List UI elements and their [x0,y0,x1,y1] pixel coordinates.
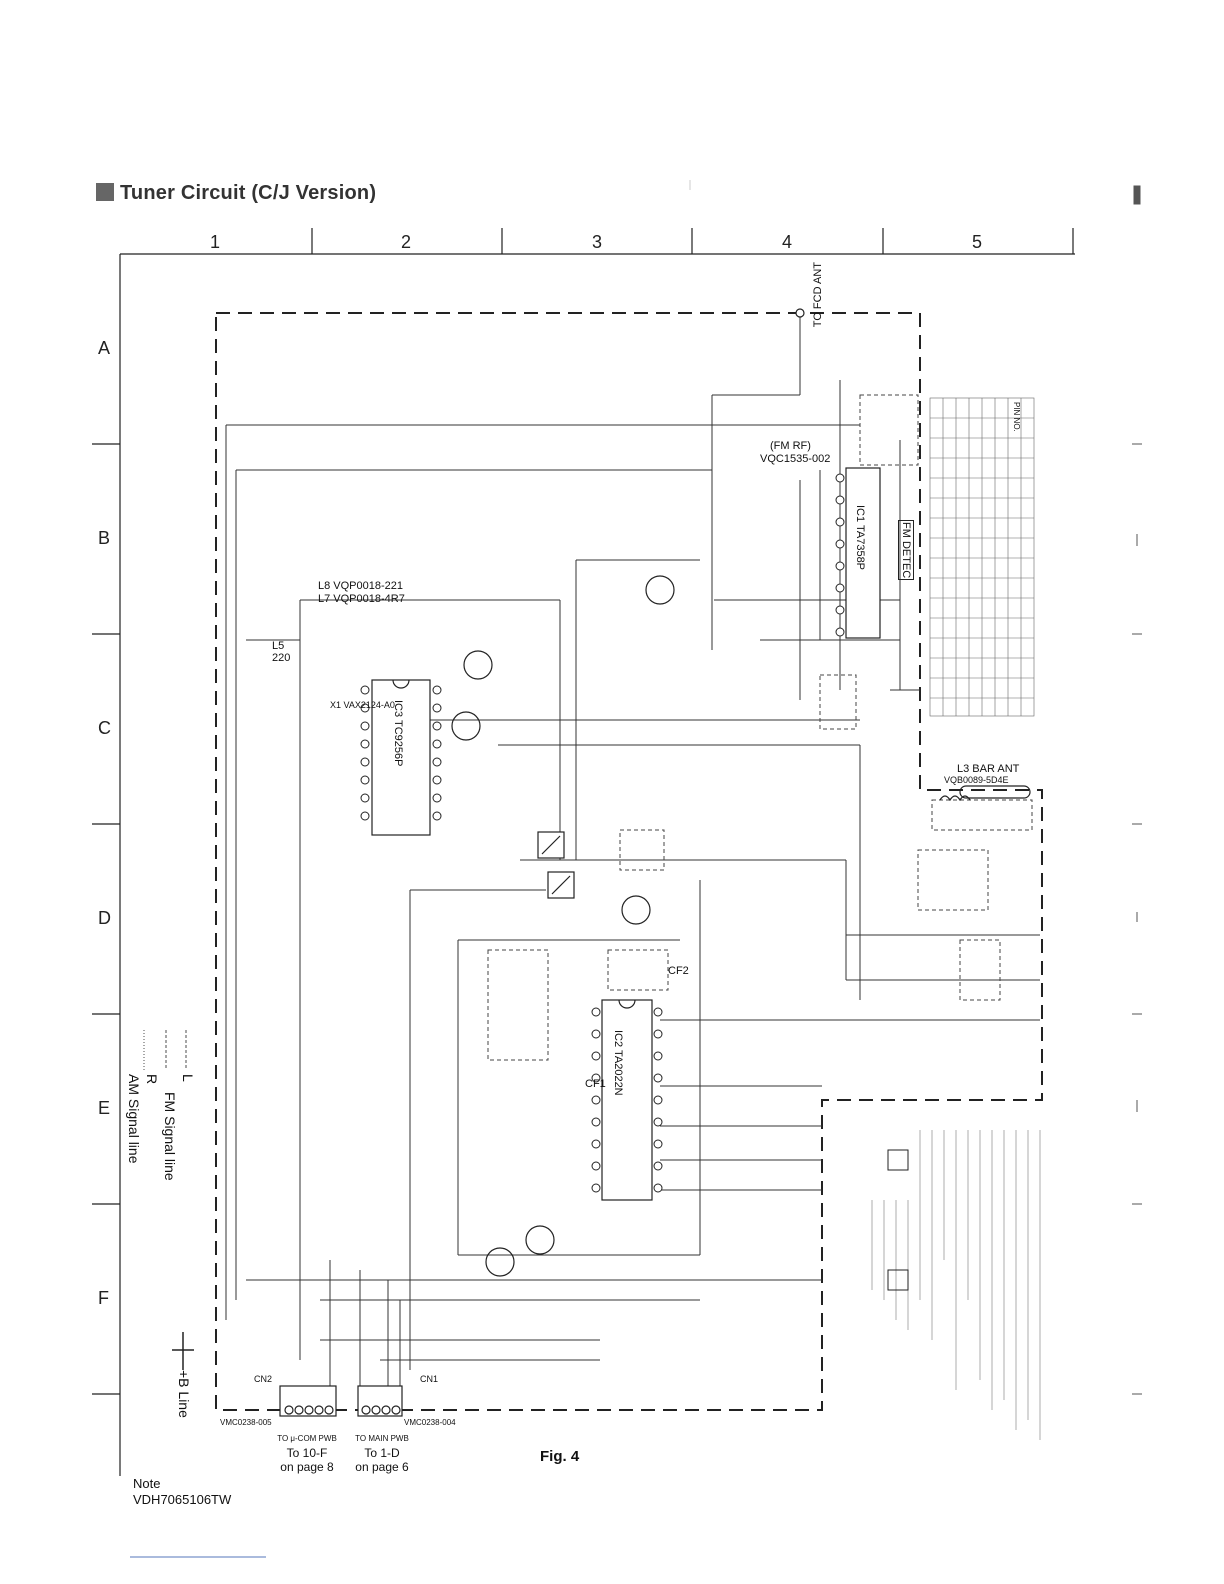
bar-ant-label: L3 BAR ANT [957,763,1020,775]
row-label-d: D [98,908,111,928]
legend-l: L [180,1074,196,1082]
cn1-part-label: VMC0238-004 [404,1418,456,1427]
x1-label: X1 VAX2124-A0 [330,700,395,710]
fm-rf-label: (FM RF) [770,440,811,452]
l5-value-label: 220 [272,652,291,664]
main-pwb-reference: TO MAIN PWB To 1-D on page 6 [344,1432,420,1474]
ic1-label: IC1 TA7358P [854,505,866,571]
row-label-c: C [98,718,111,738]
main-pwb-reference-page: on page 6 [355,1460,409,1474]
bar-ant-part-label: VQB0089-5D4E [944,775,1009,785]
page-title: Tuner Circuit (C/J Version) [96,182,376,205]
note-code: VDH7065106TW [133,1492,232,1507]
l5-label: L5 [272,640,285,652]
column-label-4: 4 [782,232,793,252]
ucom-reference: TO μ-COM PWB To 10-F on page 8 [262,1432,352,1474]
ucom-reference-head: TO μ-COM PWB [277,1434,337,1443]
ic2-label: IC2 TA2022N [612,1030,624,1096]
cf2-label: CF2 [668,965,689,977]
column-label-2: 2 [401,232,412,252]
fm-rf-part-label: VQC1535-002 [760,453,831,465]
l8-label: L8 VQP0018-221 [318,580,404,592]
column-label-3: 3 [592,232,603,252]
cf1-label: CF1 [585,1078,606,1090]
title-square-icon [96,183,114,201]
row-label-f: F [98,1288,109,1308]
legend-r: R [144,1074,160,1085]
legend-am: AM Signal line [126,1074,142,1164]
figure-caption: Fig. 4 [540,1448,580,1465]
ucom-reference-target: To 10-F [286,1446,328,1460]
fm-detec-label: FM DETEC [898,520,914,581]
column-label-5: 5 [972,232,983,252]
note-label: Note [133,1476,161,1491]
legend-b: +B Line [176,1370,192,1418]
row-label-e: E [98,1098,111,1118]
pin-table-header: PIN NO. [1012,402,1021,432]
ucom-reference-page: on page 8 [280,1460,334,1474]
cn1-label: CN1 [420,1374,439,1384]
ic3-label: IC3 TC9256P [392,700,404,767]
cn2-label: CN2 [254,1374,273,1384]
column-label-1: 1 [210,232,221,252]
note-block: Note VDH7065106TW [133,1476,231,1508]
row-label-a: A [98,338,111,358]
cn2-part-label: VMC0238-005 [220,1418,272,1427]
legend-fm: FM Signal line [162,1092,178,1181]
row-label-b: B [98,528,111,548]
main-pwb-reference-target: To 1-D [364,1446,400,1460]
l7-label: L7 VQP0018-4R7 [318,593,405,605]
fm-antenna-label: TO FCD ANT [812,262,824,328]
main-pwb-reference-head: TO MAIN PWB [355,1434,409,1443]
